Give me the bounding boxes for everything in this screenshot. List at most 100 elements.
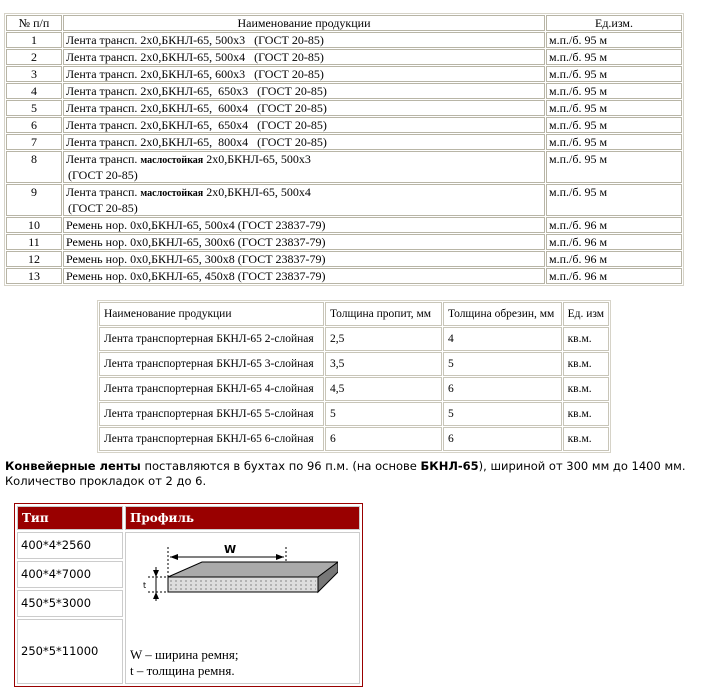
belt-profile-diagram: W t — [143, 543, 338, 601]
row-number: 12 — [6, 251, 62, 267]
unit: кв.м. — [562, 427, 609, 451]
product-name: Лента трансп. 2х0,БКНЛ-65, 650х4 (ГОСТ 2… — [63, 117, 545, 133]
header-name: Наименование продукции — [99, 302, 325, 326]
name-text: Ремень нор. 0х0,БКНЛ-65, 450х8 (ГОСТ 238… — [66, 269, 326, 283]
name-text: 2х0,БКНЛ-65, 500х3 — [203, 152, 311, 166]
row-number: 7 — [6, 134, 62, 150]
product-name: Лента трансп. маслостойкая 2х0,БКНЛ-65, … — [63, 184, 545, 216]
rubberized-thickness: 5 — [442, 402, 562, 426]
name-text: Ремень нор. 0х0,БКНЛ-65, 300х6 (ГОСТ 238… — [66, 235, 326, 249]
unit: м.п./б. 95 м — [546, 151, 682, 183]
unit: кв.м. — [562, 327, 609, 351]
name-text: Ремень нор. 0х0,БКНЛ-65, 500х4 (ГОСТ 238… — [66, 218, 326, 232]
product-name: Лента трансп. 2х0,БКНЛ-65, 500х3 (ГОСТ 2… — [63, 32, 545, 48]
impregnated-thickness: 4,5 — [325, 377, 442, 401]
table-header-row: № п/п Наименование продукции Ед.изм. — [6, 15, 682, 31]
profile-cell: W t W – ширина ремня; t – толщина ремня. — [125, 532, 360, 684]
header-name: Наименование продукции — [63, 15, 545, 31]
table-row: 11 Ремень нор. 0х0,БКНЛ-65, 300х6 (ГОСТ 2… — [6, 234, 682, 250]
unit: м.п./б. 95 м — [546, 134, 682, 150]
rubberized-thickness: 5 — [442, 352, 562, 376]
name-text: Лента трансп. 2х0,БКНЛ-65, 650х4 (ГОСТ 2… — [66, 118, 327, 132]
unit: кв.м. — [562, 402, 609, 426]
header-type: Тип — [17, 506, 123, 530]
product-name: Ремень нор. 0х0,БКНЛ-65, 450х8 (ГОСТ 238… — [63, 268, 545, 284]
name-text: Лента трансп. 2х0,БКНЛ-65, 500х4 (ГОСТ 2… — [66, 50, 324, 64]
table-row: 450*5*3000 — [17, 589, 360, 617]
product-name: Лента трансп. 2х0,БКНЛ-65, 600х4 (ГОСТ 2… — [63, 100, 545, 116]
row-number: 6 — [6, 117, 62, 133]
name-standard: (ГОСТ 20-85) — [68, 201, 138, 215]
header-unit: Ед. изм — [562, 302, 609, 326]
name-text: Ремень нор. 0х0,БКНЛ-65, 300х8 (ГОСТ 238… — [66, 252, 326, 266]
product-name: Лента трансп. 2х0,БКНЛ-65, 650х3 (ГОСТ 2… — [63, 83, 545, 99]
unit: м.п./б. 95 м — [546, 49, 682, 65]
name-text: Лента трансп. — [66, 152, 141, 166]
width-label: W — [224, 543, 236, 556]
text: ), шириной от 300 мм до 1400 мм. Количес… — [5, 459, 686, 488]
table-row: 10 Ремень нор. 0х0,БКНЛ-65, 500х4 (ГОСТ 2… — [6, 217, 682, 233]
table-header-row: Тип Профиль — [17, 506, 360, 530]
product-name: Лента транспортерная БКНЛ-65 6-слойная — [99, 427, 325, 451]
header-rubberized: Толщина обрезин, мм — [442, 302, 562, 326]
product-name: Лента транспортерная БКНЛ-65 3-слойная — [99, 352, 325, 376]
name-text: Лента трансп. 2х0,БКНЛ-65, 600х3 (ГОСТ 2… — [66, 67, 324, 81]
row-number: 2 — [6, 49, 62, 65]
impregnated-thickness: 5 — [325, 402, 442, 426]
row-number: 11 — [6, 234, 62, 250]
table-row: 2 Лента трансп. 2х0,БКНЛ-65, 500х4 (ГОСТ … — [6, 49, 682, 65]
unit: м.п./б. 96 м — [546, 268, 682, 284]
name-text: Лента трансп. 2х0,БКНЛ-65, 800х4 (ГОСТ 2… — [66, 135, 327, 149]
table-header-row: Наименование продукции Толщина пропит, м… — [99, 302, 609, 326]
product-name: Ремень нор. 0х0,БКНЛ-65, 500х4 (ГОСТ 238… — [63, 217, 545, 233]
name-standard: (ГОСТ 20-85) — [68, 168, 138, 182]
unit: м.п./б. 95 м — [546, 184, 682, 216]
header-profile: Профиль — [125, 506, 360, 530]
unit: м.п./б. 96 м — [546, 217, 682, 233]
impregnated-thickness: 6 — [325, 427, 442, 451]
rubberized-thickness: 4 — [442, 327, 562, 351]
name-text: Лента трансп. — [66, 185, 141, 199]
name-text: Лента трансп. 2х0,БКНЛ-65, 650х3 (ГОСТ 2… — [66, 84, 327, 98]
description-paragraph: Конвейерные ленты поставляются в бухтах … — [5, 459, 695, 489]
unit: кв.м. — [562, 377, 609, 401]
row-number: 8 — [6, 151, 62, 183]
product-name: Лента транспортерная БКНЛ-65 2-слойная — [99, 327, 325, 351]
row-number: 10 — [6, 217, 62, 233]
product-name: Лента трансп. 2х0,БКНЛ-65, 800х4 (ГОСТ 2… — [63, 134, 545, 150]
table-row: 400*4*2560 W t W – ширина ремня; t – тол… — [17, 532, 360, 684]
row-number: 3 — [6, 66, 62, 82]
table-row: 7 Лента трансп. 2х0,БКНЛ-65, 800х4 (ГОСТ … — [6, 134, 682, 150]
product-name: Ремень нор. 0х0,БКНЛ-65, 300х8 (ГОСТ 238… — [63, 251, 545, 267]
type-cell: 400*4*2560 — [17, 532, 123, 559]
product-name: Лента транспортерная БКНЛ-65 4-слойная — [99, 377, 325, 401]
thickness-label: t — [143, 581, 146, 590]
type-cell: 250*5*11000 — [17, 618, 123, 684]
product-name: Лента трансп. 2х0,БКНЛ-65, 500х4 (ГОСТ 2… — [63, 49, 545, 65]
unit: м.п./б. 95 м — [546, 66, 682, 82]
name-text: 2х0,БКНЛ-65, 500х4 — [203, 185, 311, 199]
row-number: 13 — [6, 268, 62, 284]
profile-table: Тип Профиль 400*4*2560 W t W – ширина ре… — [14, 503, 363, 687]
unit: м.п./б. 95 м — [546, 32, 682, 48]
product-name: Ремень нор. 0х0,БКНЛ-65, 300х6 (ГОСТ 238… — [63, 234, 545, 250]
type-cell: 450*5*3000 — [17, 589, 123, 617]
rubberized-thickness: 6 — [442, 377, 562, 401]
unit: м.п./б. 95 м — [546, 83, 682, 99]
unit: м.п./б. 96 м — [546, 251, 682, 267]
row-number: 9 — [6, 184, 62, 216]
impregnated-thickness: 3,5 — [325, 352, 442, 376]
header-unit: Ед.изм. — [546, 15, 682, 31]
text: поставляются в бухтах по 96 п.м. (на осн… — [140, 459, 421, 473]
row-number: 1 — [6, 32, 62, 48]
header-number: № п/п — [6, 15, 62, 31]
table-row: 13 Ремень нор. 0х0,БКНЛ-65, 450х8 (ГОСТ 2… — [6, 268, 682, 284]
